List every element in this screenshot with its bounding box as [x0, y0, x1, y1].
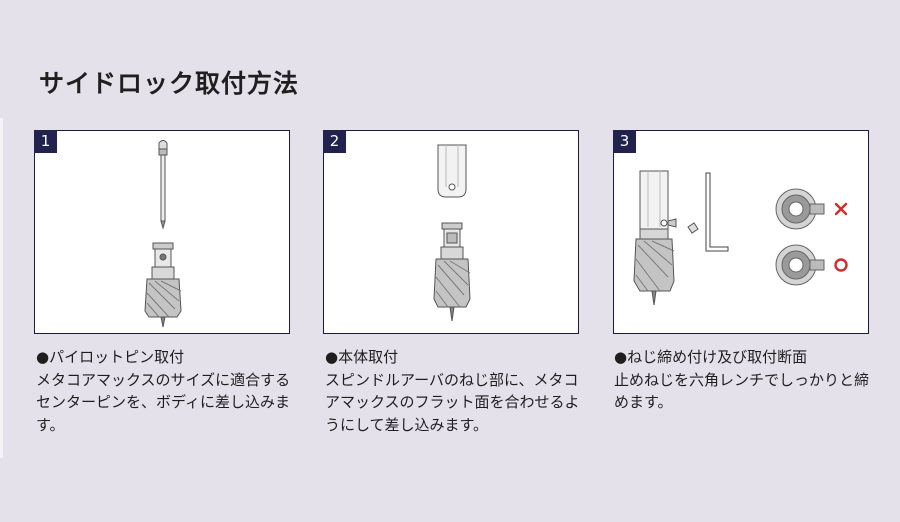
step-2-heading: ●本体取付 [325, 348, 399, 366]
step-1-body: メタコアマックスのサイズに適合するセンターピンを、ボディに差し込みます。 [36, 370, 291, 434]
cross-mark-icon [834, 202, 848, 216]
step-2-number-badge: 2 [323, 130, 346, 153]
step-2-description: ●本体取付 スピンドルアーバのねじ部に、メタコアマックスのフラット面を合わせるよ… [325, 346, 587, 436]
circle-mark-icon [834, 258, 848, 272]
step-1-number-badge: 1 [34, 130, 57, 153]
step-3-heading: ●ねじ締め付け及び取付断面 [614, 348, 808, 366]
step-1-description: ●パイロットピン取付 メタコアマックスのサイズに適合するセンターピンを、ボディに… [36, 346, 298, 436]
step-2-panel: 2 [323, 130, 579, 334]
page-edge-strip [0, 118, 3, 458]
set-screw-tightening-illustration [633, 170, 848, 306]
page-title: サイドロック取付方法 [39, 69, 300, 98]
body-mounting-illustration [433, 144, 471, 322]
step-2-body: スピンドルアーバのねじ部に、メタコアマックスのフラット面を合わせるようにして差し… [325, 370, 580, 434]
step-3-body: 止めねじを六角レンチでしっかりと締めます。 [614, 370, 870, 412]
pilot-pin-illustration [144, 140, 182, 328]
step-1-heading: ●パイロットピン取付 [36, 348, 185, 366]
step-3-number-badge: 3 [613, 130, 636, 153]
step-1-panel: 1 [34, 130, 290, 334]
step-3-panel: 3 [613, 130, 869, 334]
step-3-description: ●ねじ締め付け及び取付断面 止めねじを六角レンチでしっかりと締めます。 [614, 346, 876, 414]
